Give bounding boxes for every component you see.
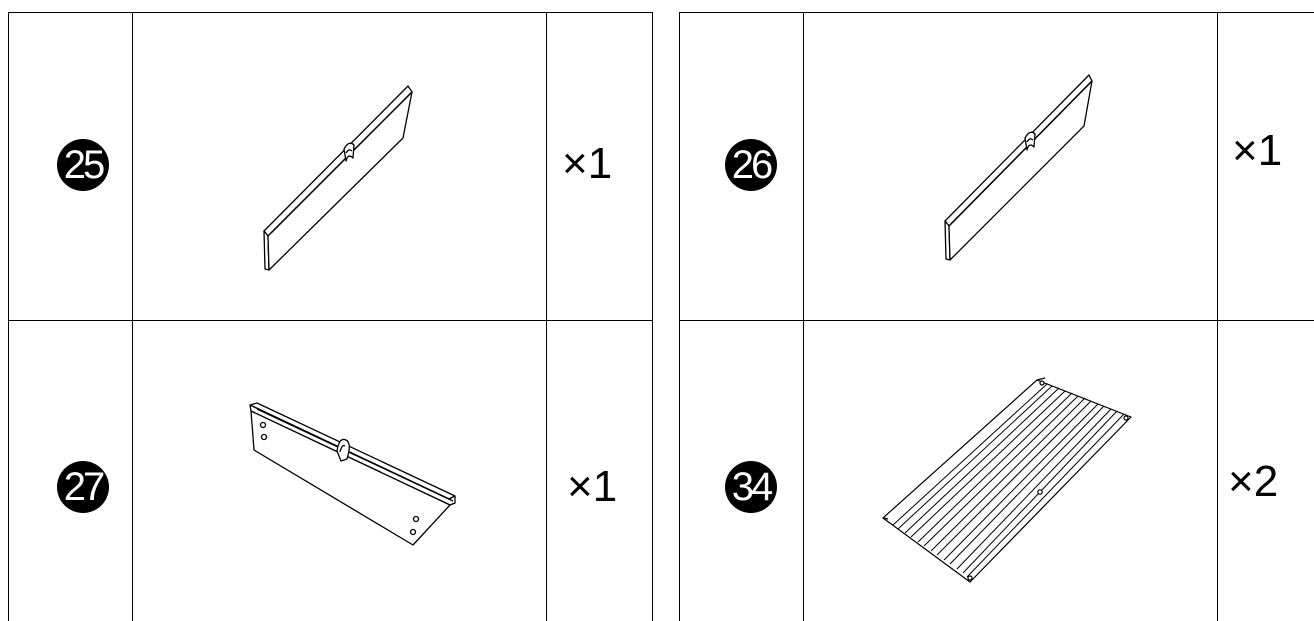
long-board-with-bracket-icon [944, 74, 1093, 261]
part-row-34: 34 [680, 321, 1314, 621]
part-number-cell: 26 [680, 13, 804, 320]
part-image-cell [804, 321, 1218, 621]
part-quantity: ×1 [567, 462, 618, 511]
part-quantity-cell: ×1 [547, 321, 653, 621]
part-image-cell [133, 13, 547, 320]
part-row-26: 26 ×1 [680, 13, 1314, 321]
part-number-cell: 25 [9, 13, 133, 320]
part-number-badge: 26 [725, 139, 777, 191]
side-board-with-holes-icon [249, 402, 456, 546]
part-quantity-cell: ×1 [1218, 13, 1314, 320]
parts-table-right: 26 ×1 34 [679, 12, 1314, 621]
part-number-badge: 34 [725, 461, 777, 513]
long-board-with-bracket-icon [263, 85, 413, 271]
parts-table-left: 25 ×1 27 [8, 12, 653, 621]
part-quantity-cell: ×1 [547, 13, 653, 320]
part-number-badge: 27 [57, 461, 109, 513]
part-quantity: ×1 [562, 139, 613, 188]
part-row-27: 27 ×1 [9, 321, 653, 621]
part-number-cell: 27 [9, 321, 133, 621]
slatted-panel-icon [882, 377, 1132, 583]
part-image-cell [804, 13, 1218, 320]
part-row-25: 25 ×1 [9, 13, 653, 321]
part-quantity: ×1 [1232, 126, 1283, 175]
part-number-badge: 25 [57, 139, 109, 191]
part-image-cell [133, 321, 547, 621]
part-number-cell: 34 [680, 321, 804, 621]
part-quantity-cell: ×2 [1218, 321, 1314, 621]
part-quantity: ×2 [1228, 457, 1279, 506]
